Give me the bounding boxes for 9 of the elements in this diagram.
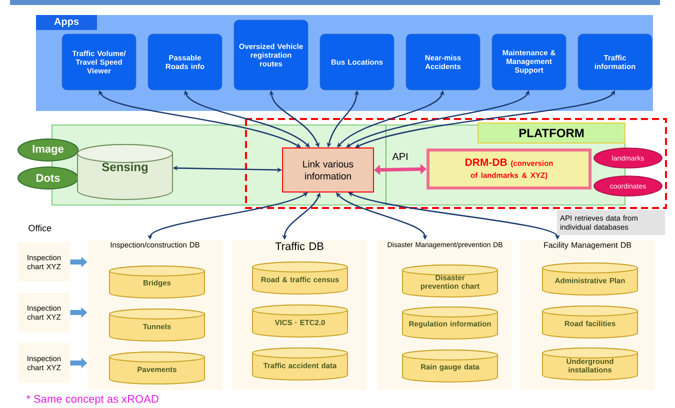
footnote: * Same concept as xROAD — [26, 395, 158, 405]
label-oval: Dots — [18, 166, 78, 190]
title-box: PLATFORM — [478, 122, 626, 144]
label-oval: Image — [18, 138, 78, 162]
process-box: Link various information — [282, 148, 374, 192]
database-cylinder: Sensing — [77, 144, 173, 200]
arrow — [374, 164, 426, 176]
edge-label: API — [391, 152, 410, 161]
caption-text: Office — [28, 224, 52, 232]
